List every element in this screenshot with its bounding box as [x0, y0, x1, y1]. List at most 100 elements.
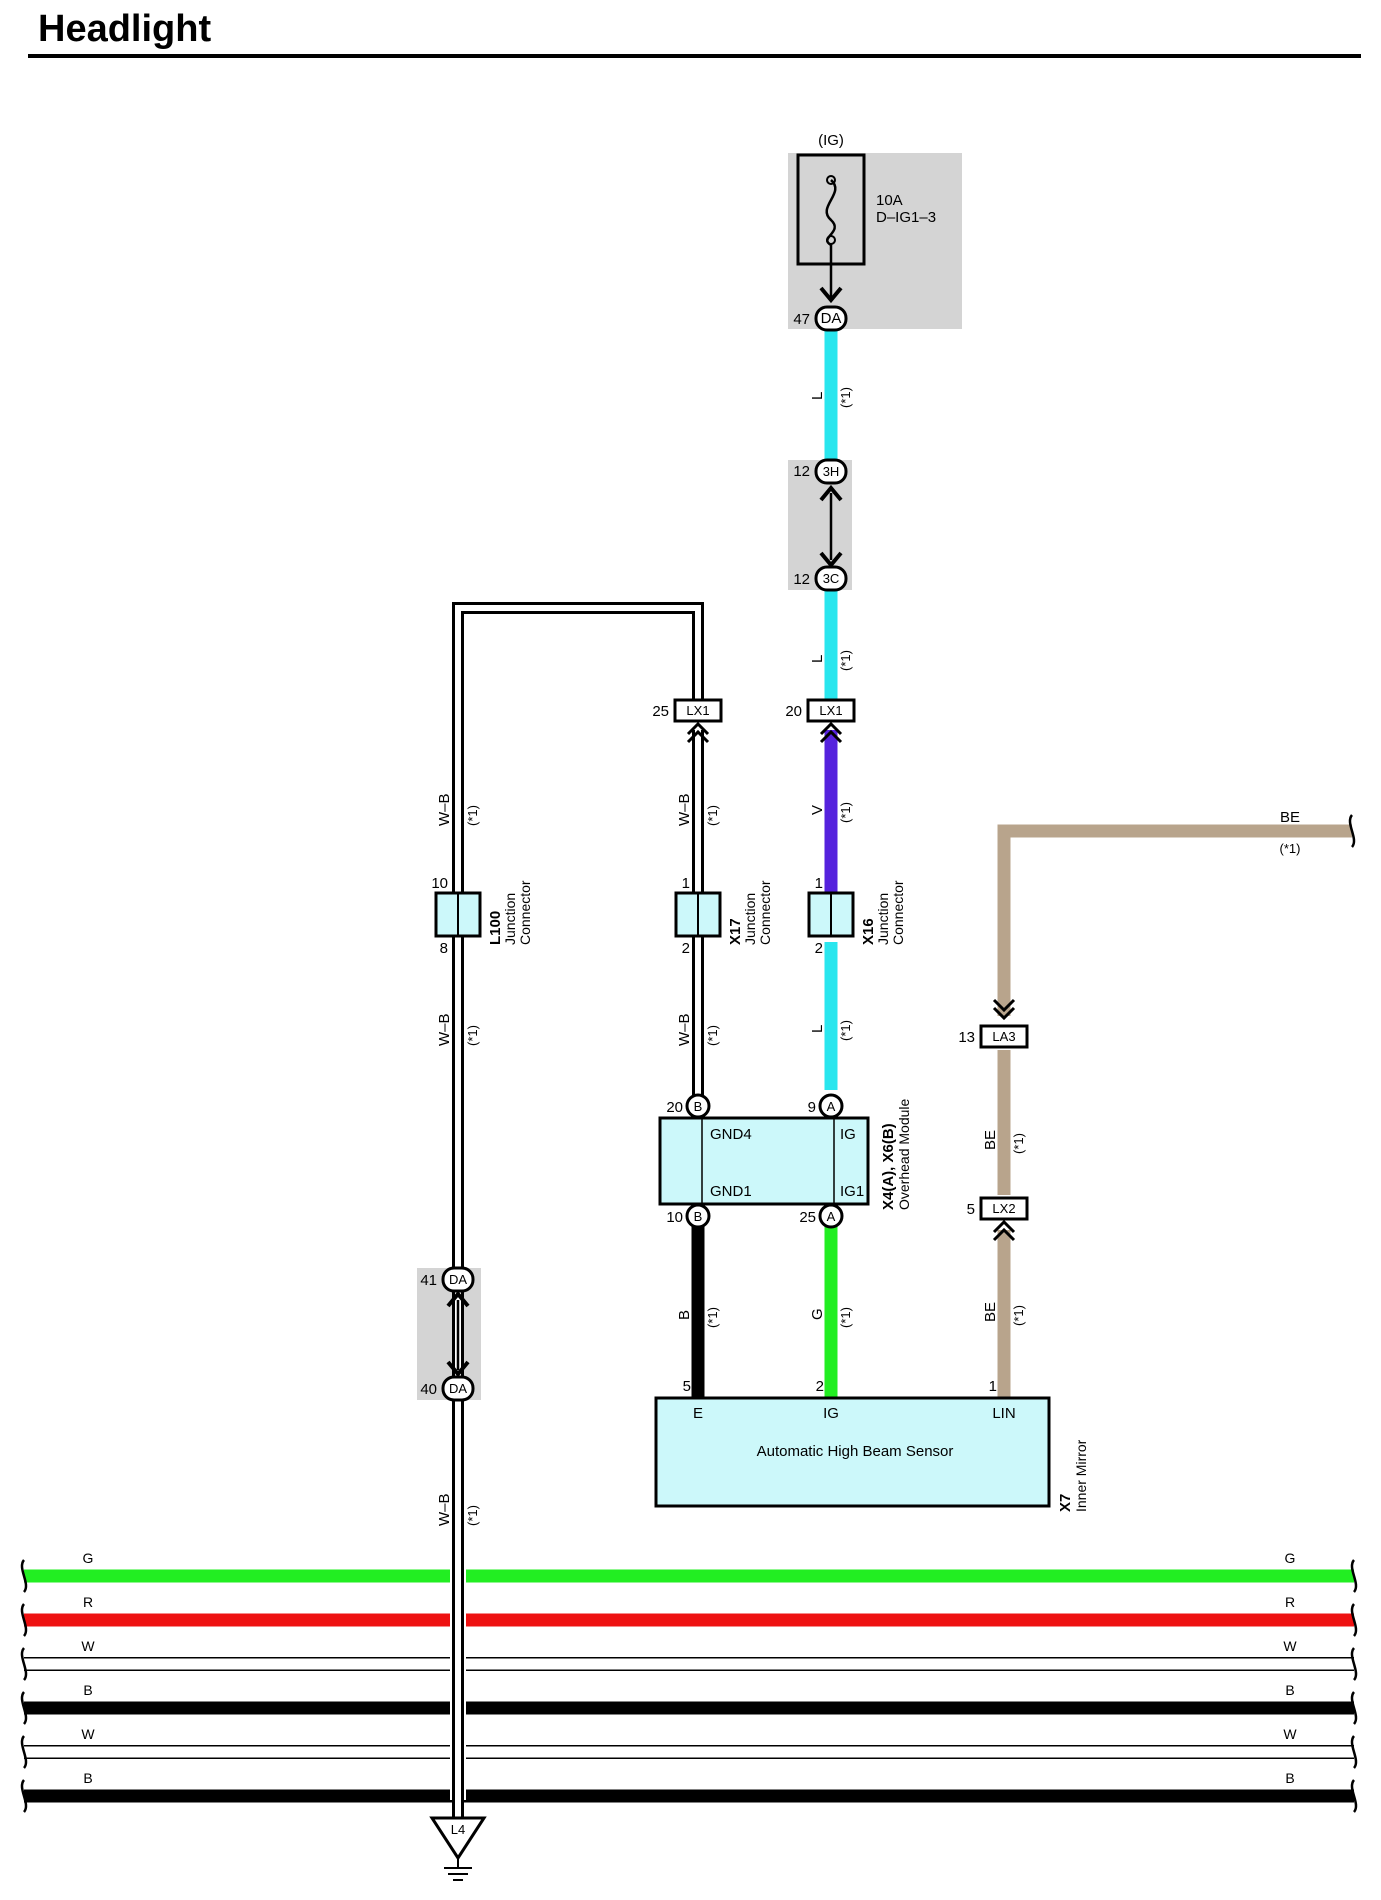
wire-note: (*1)	[838, 1307, 853, 1328]
bus-break-icon	[20, 1603, 28, 1637]
chevron-down-icon	[819, 286, 843, 304]
connector-lx2-pin: 5	[967, 1201, 975, 1218]
wire-wb-loop-inner	[455, 605, 701, 1820]
bus-label-left: R	[83, 1594, 93, 1610]
x17-pin-bottom: 2	[682, 940, 690, 957]
connector-lx1-25-code: LX1	[686, 703, 709, 718]
bus-label-right: W	[1283, 1726, 1297, 1742]
om-ig1-conn: A	[827, 1209, 836, 1224]
wire-break-icon	[1348, 814, 1356, 848]
connector-da-47: DA 47	[793, 305, 848, 332]
bus-break-icon	[20, 1647, 28, 1681]
wire-label: V	[809, 805, 826, 815]
x17-id: X17	[727, 918, 744, 945]
bus-break-icon	[20, 1779, 28, 1813]
connector-da-47-pin: 47	[793, 311, 810, 328]
l100-pin-top: 10	[431, 875, 448, 892]
wire-note: (*1)	[1011, 1133, 1026, 1154]
bus-label-left: W	[81, 1638, 95, 1654]
connector-da-41-pin: 41	[420, 1272, 437, 1289]
connector-3c-code: 3C	[823, 571, 840, 586]
om-ig1-label: IG1	[840, 1183, 864, 1200]
connector-da-40-code: DA	[449, 1381, 467, 1396]
connector-lx2-code: LX2	[992, 1201, 1015, 1216]
connector-lx1-20-code: LX1	[819, 703, 842, 718]
l100-pin-bottom: 8	[440, 940, 448, 957]
connector-la3-code: LA3	[992, 1029, 1015, 1044]
bus-break-icon	[20, 1559, 28, 1593]
wire-labels: L (*1) L (*1) V (*1) L (*1) G (*1) B (*1…	[436, 387, 1300, 1526]
bus-break-icon	[1350, 1735, 1358, 1769]
junction-x17: 1 2 X17 Junction Connector	[674, 875, 773, 957]
fuse-10a: (IG) 10A D–IG1–3	[796, 132, 936, 300]
ground-code: L4	[451, 1822, 465, 1837]
bus-label-left: W	[81, 1726, 95, 1742]
x17-desc1: Junction	[742, 893, 758, 945]
title-rule	[28, 54, 1361, 58]
x16-pin-bottom: 2	[815, 940, 823, 957]
connector-3h-code: 3H	[823, 464, 840, 479]
bus-break-icon	[1350, 1779, 1358, 1813]
connector-lx1-20-pin: 20	[785, 703, 802, 720]
om-gnd4-label: GND4	[710, 1126, 752, 1143]
bus-break-icon	[1350, 1603, 1358, 1637]
connector-lx1-20: LX1 20	[785, 698, 856, 744]
ground-l4: L4	[429, 1816, 487, 1881]
wire-label: L	[809, 1025, 826, 1033]
mirror-pin-ig: 2	[816, 1378, 824, 1395]
chevron-down-icon	[446, 1360, 470, 1378]
bus-label-right: G	[1285, 1550, 1296, 1566]
connector-lx2: LX2 5	[967, 1196, 1029, 1242]
fuse-shade	[788, 153, 962, 329]
wire-note: (*1)	[705, 805, 720, 826]
om-ig-label: IG	[840, 1126, 856, 1143]
connector-da-41-code: DA	[449, 1272, 467, 1287]
wire-note: (*1)	[838, 387, 853, 408]
connector-la3: LA3 13	[958, 998, 1029, 1049]
l100-desc1: Junction	[502, 893, 518, 945]
wire-label: BE	[982, 1130, 999, 1150]
wire-label: W–B	[436, 1013, 453, 1046]
mirror-inner: Automatic High Beam Sensor	[757, 1443, 954, 1460]
wire-label: W–B	[676, 793, 693, 826]
x16-desc1: Junction	[875, 893, 891, 945]
inner-mirror: 5 2 1 E IG LIN Automatic High Beam Senso…	[654, 1378, 1089, 1512]
chevron-down-icon	[819, 551, 843, 569]
connector-da-41: DA 41	[420, 1266, 475, 1293]
wire-note: (*1)	[838, 650, 853, 671]
bus-label-right: B	[1285, 1770, 1294, 1786]
wire-label: G	[809, 1308, 826, 1320]
overhead-module: GND4 IG GND1 IG1 B 20 A 9 B 10 A 25 X4(A…	[658, 1093, 912, 1229]
connector-da-47-code: DA	[821, 310, 842, 327]
wire-label: B	[676, 1310, 693, 1320]
mirror-label-lin: LIN	[992, 1405, 1015, 1422]
wire-label: L	[809, 655, 826, 663]
wire-label: W–B	[676, 1013, 693, 1046]
connector-3h-pin: 12	[793, 463, 810, 480]
connector-da-40-pin: 40	[420, 1381, 437, 1398]
bus-break-icon	[1350, 1559, 1358, 1593]
page-title: Headlight	[38, 8, 212, 50]
mirror-name: Inner Mirror	[1073, 1439, 1089, 1512]
connector-lx1-25: LX1 25	[652, 698, 723, 744]
wire-note: (*1)	[838, 1020, 853, 1041]
wire-note: (*1)	[465, 805, 480, 826]
om-ig-num: 9	[808, 1099, 816, 1116]
connector-3h-12: 3H 12	[793, 458, 848, 485]
fuse-source: (IG)	[818, 132, 844, 149]
wire-note: (*1)	[465, 1025, 480, 1046]
bus-label-right: R	[1285, 1594, 1295, 1610]
connector-3c-12: 3C 12	[793, 565, 848, 592]
l100-desc2: Connector	[517, 880, 533, 945]
junction-l100: 10 8 L100 Junction Connector	[431, 875, 533, 957]
bus-label-left: B	[83, 1770, 92, 1786]
mirror-id: X7	[1057, 1494, 1074, 1512]
om-ig-conn: A	[827, 1099, 836, 1114]
wire-wb-loop-outer	[452, 602, 704, 1820]
wire-label: BE	[982, 1302, 999, 1322]
bus-break-icon	[1350, 1647, 1358, 1681]
bus-label-left: B	[83, 1682, 92, 1698]
junction-x16: 1 2 X16 Junction Connector	[807, 875, 906, 957]
